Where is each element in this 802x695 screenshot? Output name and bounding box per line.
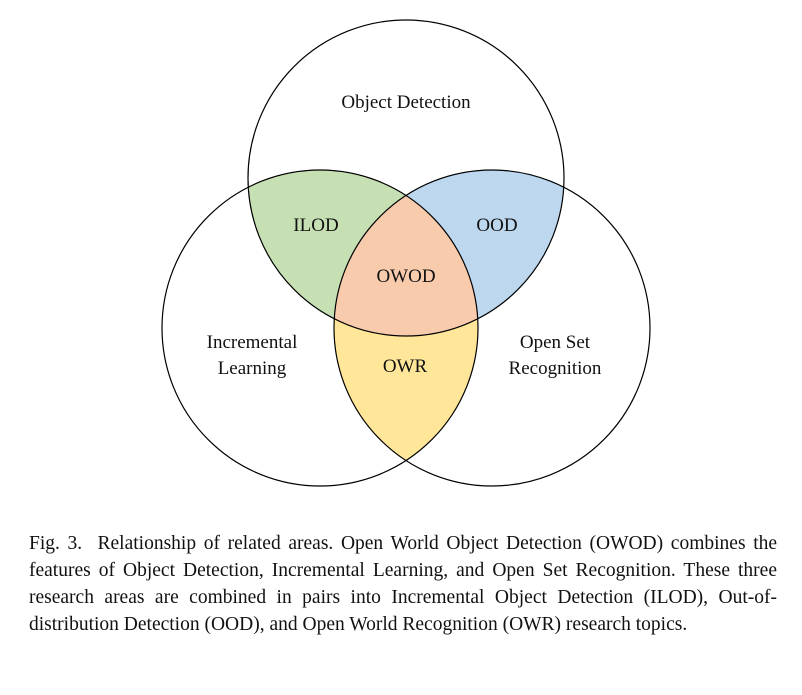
object-detection-label: Object Detection — [341, 92, 471, 113]
owod-label: OWOD — [376, 266, 435, 287]
ood-label: OOD — [476, 215, 517, 236]
figure-number: Fig. 3. — [29, 533, 83, 554]
venn-diagram: Object Detection Incremental Learning Op… — [161, 19, 651, 487]
owod-region — [334, 170, 478, 336]
open-set-recognition-label-line2: Recognition — [509, 358, 602, 379]
caption-text: Relationship of related areas. Open Worl… — [29, 533, 778, 635]
incremental-learning-circle — [161, 169, 479, 487]
incremental-learning-label-line1: Incremental — [207, 332, 298, 353]
venn-svg: Object Detection Incremental Learning Op… — [161, 19, 651, 487]
object-detection-circle — [247, 19, 565, 337]
open-set-recognition-label-line1: Open Set — [520, 332, 591, 353]
open-set-recognition-circle — [333, 169, 651, 487]
ilod-label: ILOD — [293, 215, 338, 236]
incremental-learning-label-line2: Learning — [218, 358, 287, 379]
owr-label: OWR — [383, 356, 428, 377]
figure-caption: Fig. 3. Relationship of related areas. O… — [29, 530, 777, 638]
